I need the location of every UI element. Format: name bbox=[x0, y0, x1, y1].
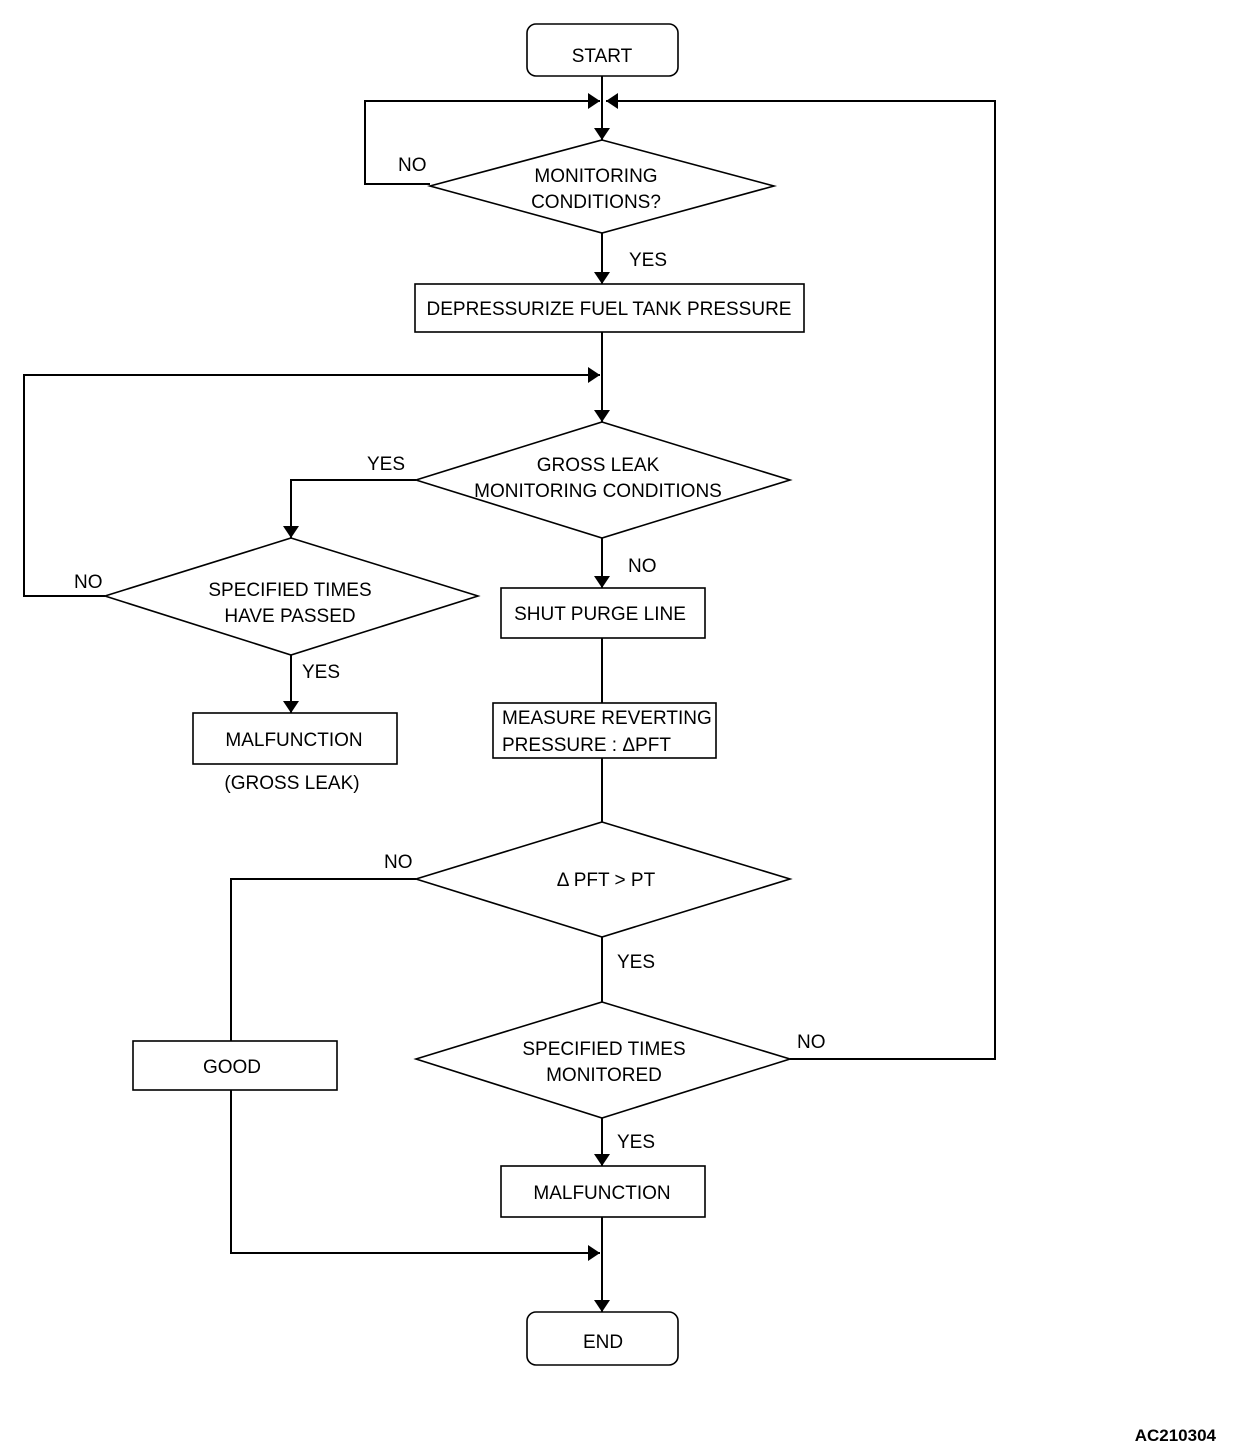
edge-good-end bbox=[230, 1090, 600, 1261]
good-label: GOOD bbox=[203, 1057, 261, 1078]
start-node: START bbox=[526, 23, 679, 77]
connectors bbox=[23, 76, 996, 1312]
end-label: END bbox=[583, 1332, 623, 1353]
specified-monitored-yes-label: YES bbox=[617, 1132, 655, 1153]
specified-times-passed-decision: SPECIFIED TIMES HAVE PASSED bbox=[102, 537, 481, 656]
specified-passed-no-label: NO bbox=[74, 572, 103, 593]
compare-yes-label: YES bbox=[617, 952, 655, 973]
specified-monitored-label-line2: MONITORED bbox=[546, 1065, 662, 1086]
edge-passed-no bbox=[23, 367, 600, 597]
edge-monitoring-no bbox=[364, 93, 600, 185]
measure-reverting-pressure-process: MEASURE REVERTING PRESSURE : ΔPFT bbox=[492, 702, 717, 759]
shut-purge-line-process: SHUT PURGE LINE bbox=[500, 587, 706, 639]
gross-leak-label-line2: MONITORING CONDITIONS bbox=[474, 481, 722, 502]
gross-leak-yes-label: YES bbox=[367, 454, 405, 475]
monitoring-conditions-decision: MONITORING CONDITIONS? bbox=[426, 139, 778, 234]
monitoring-no-label: NO bbox=[398, 155, 427, 176]
malfunction-gross-label: MALFUNCTION bbox=[225, 730, 362, 751]
gross-leak-label-line1: GROSS LEAK bbox=[537, 455, 660, 476]
malfunction-gross-leak-process: MALFUNCTION (GROSS LEAK) bbox=[192, 712, 398, 794]
measure-label-line2: PRESSURE : ΔPFT bbox=[502, 735, 671, 756]
specified-monitored-label-line1: SPECIFIED TIMES bbox=[522, 1039, 685, 1060]
depressurize-label: DEPRESSURIZE FUEL TANK PRESSURE bbox=[427, 299, 792, 320]
edge-monitored-no bbox=[606, 93, 996, 1060]
end-node: END bbox=[526, 1311, 679, 1366]
depressurize-process: DEPRESSURIZE FUEL TANK PRESSURE bbox=[414, 283, 805, 333]
compare-no-label: NO bbox=[384, 852, 413, 873]
figure-reference-code: AC210304 bbox=[1135, 1426, 1217, 1445]
monitoring-label-line2: CONDITIONS? bbox=[531, 192, 661, 213]
malfunction-label: MALFUNCTION bbox=[533, 1183, 670, 1204]
shut-purge-label: SHUT PURGE LINE bbox=[514, 604, 686, 625]
specified-passed-label-line1: SPECIFIED TIMES bbox=[208, 580, 371, 601]
specified-times-monitored-decision: SPECIFIED TIMES MONITORED bbox=[413, 1001, 793, 1119]
edge-labels: NO YES YES NO NO YES NO YES NO YES bbox=[74, 155, 826, 1153]
measure-label-line1: MEASURE REVERTING bbox=[502, 708, 712, 729]
monitoring-label-line1: MONITORING bbox=[534, 166, 657, 187]
gross-leak-no-label: NO bbox=[628, 556, 657, 577]
edge-grossleak-yes bbox=[283, 479, 416, 538]
gross-leak-decision: GROSS LEAK MONITORING CONDITIONS bbox=[413, 421, 793, 539]
malfunction-process: MALFUNCTION bbox=[500, 1165, 706, 1218]
start-label: START bbox=[572, 46, 633, 67]
good-process: GOOD bbox=[132, 1040, 338, 1091]
specified-passed-yes-label: YES bbox=[302, 662, 340, 683]
specified-monitored-no-label: NO bbox=[797, 1032, 826, 1053]
edge-compare-no bbox=[230, 878, 416, 1041]
gross-leak-note: (GROSS LEAK) bbox=[224, 773, 359, 794]
compare-label: Δ PFT > PT bbox=[557, 870, 656, 891]
monitoring-yes-label: YES bbox=[629, 250, 667, 271]
specified-passed-label-line2: HAVE PASSED bbox=[224, 606, 355, 627]
pressure-compare-decision: Δ PFT > PT bbox=[413, 821, 793, 938]
